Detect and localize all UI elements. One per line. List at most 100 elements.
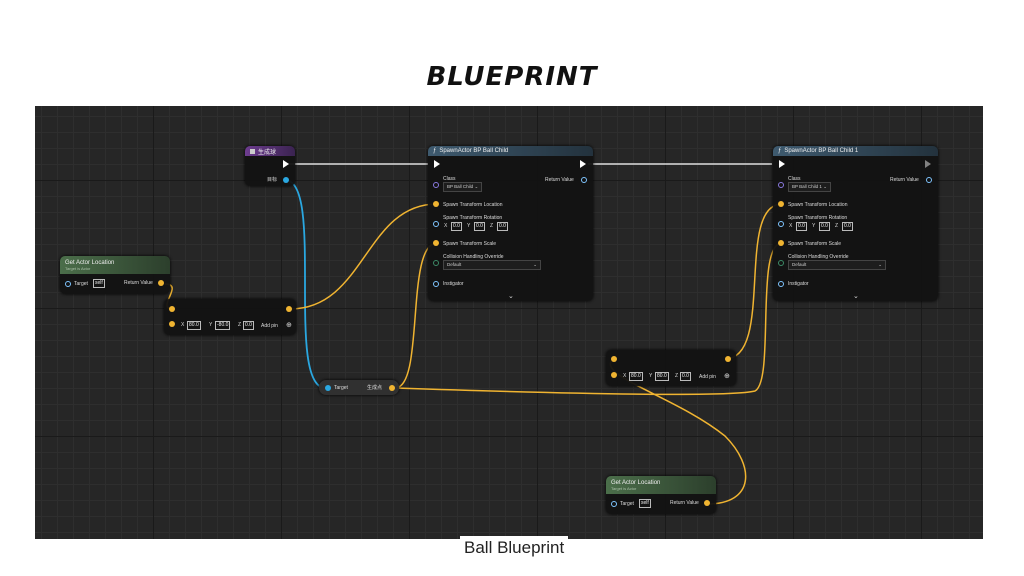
y-label: Y [812, 223, 816, 229]
output-label: 生成点 [367, 385, 383, 391]
class-label: Class [443, 176, 456, 182]
return-value-pin[interactable] [581, 177, 587, 183]
z-label: Z [238, 322, 242, 328]
add-y-input[interactable]: -80.0 [215, 321, 231, 330]
exec-out-pin[interactable] [580, 160, 586, 168]
add-z-input[interactable]: 0.0 [680, 372, 691, 381]
rotation-z-input[interactable]: 0.0 [497, 222, 508, 231]
rotation-pin[interactable] [433, 221, 439, 227]
rotation-x-input[interactable]: 0.0 [796, 222, 807, 231]
z-label: Z [835, 223, 839, 229]
collision-pin[interactable] [433, 260, 439, 266]
input-b-pin[interactable] [169, 321, 175, 327]
add2-out-wire [724, 203, 783, 360]
expand-chevron-icon[interactable]: ⌄ [853, 293, 859, 300]
node-title: Get Actor Location [611, 479, 661, 486]
exec-out-pin[interactable] [283, 160, 289, 168]
add-pin-button[interactable]: Add pin [261, 323, 278, 329]
exec-in-pin[interactable] [434, 160, 440, 168]
add-vector-node-1[interactable]: X 80.0 Y -80.0 Z 0.0 Add pin ⊕ [164, 299, 296, 335]
instigator-label: Instigator [443, 281, 464, 287]
rotation-label: Spawn Transform Rotation [443, 215, 503, 221]
add-x-input[interactable]: 80.0 [187, 321, 201, 330]
return-value-pin[interactable] [926, 177, 932, 183]
rotation-x-input[interactable]: 0.0 [451, 222, 462, 231]
target-out-pin[interactable] [283, 177, 289, 183]
rotation-z-input[interactable]: 0.0 [842, 222, 853, 231]
rotation-y-input[interactable]: 0.0 [819, 222, 830, 231]
get-variable-node[interactable]: Target 生成点 [319, 380, 399, 395]
location-pin[interactable] [433, 201, 439, 207]
return-value-label: Return Value [545, 177, 574, 183]
node-title: Get Actor Location [65, 259, 115, 266]
collision-select[interactable]: Default⌄ [443, 260, 541, 270]
add-pin-icon[interactable]: ⊕ [724, 373, 730, 380]
page-title: BLUEPRINT [426, 62, 598, 92]
return-value-label: Return Value [890, 177, 919, 183]
collision-label: Collision Handling Override [788, 254, 849, 260]
expand-chevron-icon[interactable]: ⌄ [508, 293, 514, 300]
node-subtitle: Target is Actor [65, 265, 91, 271]
event-node[interactable]: 生成球 目标 [245, 146, 295, 186]
target-pin[interactable] [65, 281, 71, 287]
x-label: X [444, 223, 448, 229]
exec-out-pin[interactable] [925, 160, 931, 168]
add-x-input[interactable]: 80.0 [629, 372, 643, 381]
return-value-label: Return Value [670, 500, 699, 506]
target-wire [284, 179, 326, 389]
target-label: Target [74, 281, 88, 287]
return-value-pin[interactable] [704, 500, 710, 506]
output-pin[interactable] [725, 356, 731, 362]
target-label: Target [334, 385, 348, 391]
target-pin[interactable] [325, 385, 331, 391]
collision-select[interactable]: Default⌄ [788, 260, 886, 270]
instigator-label: Instigator [788, 281, 809, 287]
location-pin[interactable] [778, 201, 784, 207]
scale-pin[interactable] [778, 240, 784, 246]
input-b-pin[interactable] [611, 372, 617, 378]
function-icon: ƒ [433, 148, 437, 154]
getvar-scale1-wire [394, 242, 438, 389]
class-pin[interactable] [433, 182, 439, 188]
z-label: Z [490, 223, 494, 229]
return-value-label: Return Value [124, 280, 153, 286]
target-input[interactable]: self [93, 279, 105, 288]
class-select[interactable]: BP Ball Child ⌄ [443, 182, 483, 192]
collision-pin[interactable] [778, 260, 784, 266]
collision-label: Collision Handling Override [443, 254, 504, 260]
exec-in-pin[interactable] [779, 160, 785, 168]
function-icon: ƒ [778, 148, 782, 154]
return-value-pin[interactable] [158, 280, 164, 286]
add-vector-node-2[interactable]: X 80.0 Y 80.0 Z 0.0 Add pin ⊕ [606, 350, 736, 386]
add-pin-icon[interactable]: ⊕ [286, 322, 292, 329]
input-a-pin[interactable] [169, 306, 175, 312]
rotation-label: Spawn Transform Rotation [788, 215, 848, 221]
class-select[interactable]: BP Ball Child 1 ⌄ [788, 182, 831, 192]
rotation-pin[interactable] [778, 221, 784, 227]
add-z-input[interactable]: 0.0 [243, 321, 254, 330]
y-label: Y [209, 322, 213, 328]
scale-pin[interactable] [433, 240, 439, 246]
rotation-y-input[interactable]: 0.0 [474, 222, 485, 231]
add-pin-button[interactable]: Add pin [699, 374, 716, 380]
scale-label: Spawn Transform Scale [788, 241, 842, 247]
output-pin[interactable] [286, 306, 292, 312]
event-node-title: 生成球 [258, 149, 277, 156]
class-pin[interactable] [778, 182, 784, 188]
z-label: Z [675, 373, 679, 379]
add-y-input[interactable]: 80.0 [655, 372, 669, 381]
input-a-pin[interactable] [611, 356, 617, 362]
instigator-pin[interactable] [433, 281, 439, 287]
x-label: X [789, 223, 793, 229]
target-pin[interactable] [611, 501, 617, 507]
output-pin[interactable] [389, 385, 395, 391]
target-input[interactable]: self [639, 499, 651, 508]
location-label: Spawn Transform Location [788, 202, 848, 208]
instigator-pin[interactable] [778, 281, 784, 287]
y-label: Y [467, 223, 471, 229]
